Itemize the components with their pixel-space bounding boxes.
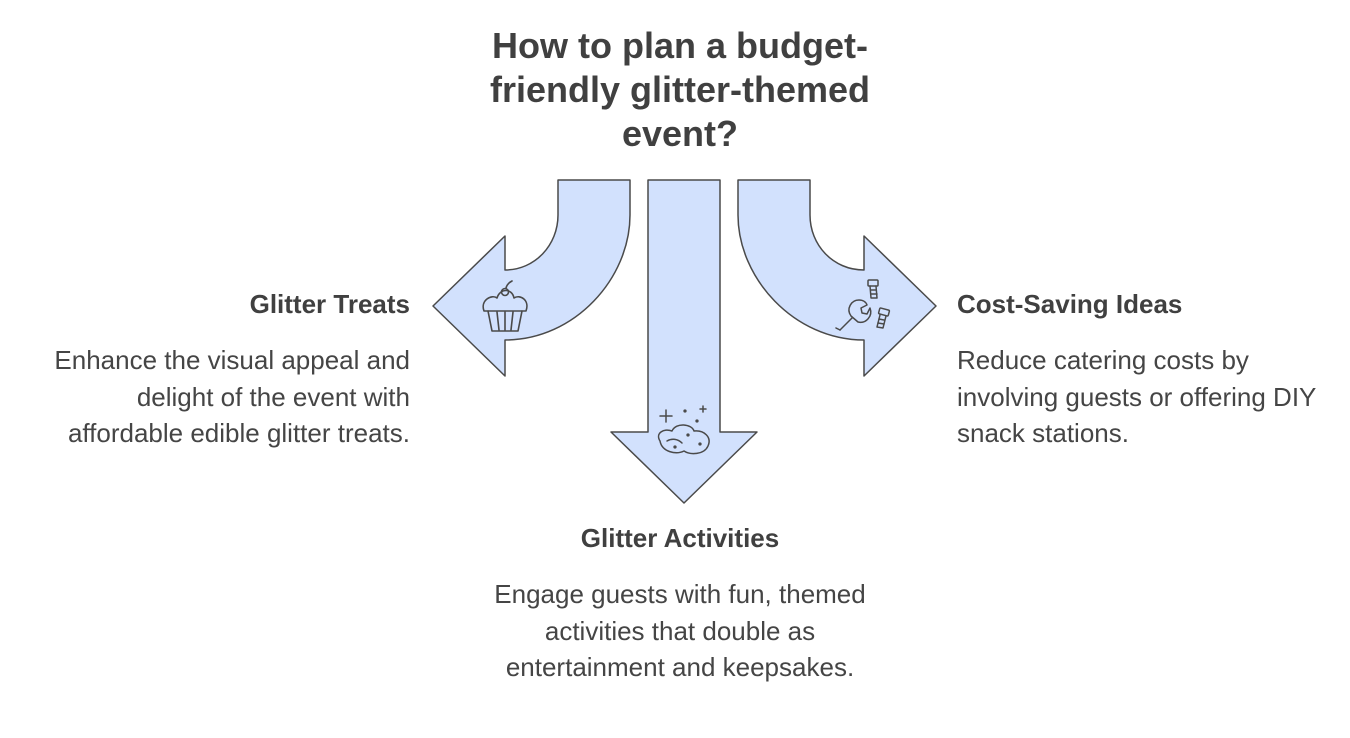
branch-heading: Glitter Treats — [249, 289, 410, 319]
glitter-sparkle-icon — [657, 405, 710, 455]
branch-glitter-treats: Glitter Treats Enhance the visual appeal… — [20, 288, 410, 452]
branch-cost-saving-ideas: Cost-Saving Ideas Reduce catering costs … — [957, 288, 1337, 452]
branch-description: Enhance the visual appeal and delight of… — [54, 345, 410, 448]
cupcake-icon — [482, 280, 528, 332]
branch-description: Reduce catering costs by involving guest… — [957, 345, 1316, 448]
arrow-right — [737, 179, 937, 377]
branch-heading: Glitter Activities — [580, 523, 780, 553]
diagram-title: How to plan a budget-friendly glitter-th… — [489, 25, 871, 154]
wrench-bolts-icon — [835, 279, 891, 331]
branch-description: Engage guests with fun, themed activitie… — [494, 579, 866, 682]
arrow-left — [432, 179, 631, 377]
branch-glitter-activities: Glitter Activities Engage guests with fu… — [470, 522, 890, 686]
branch-heading: Cost-Saving Ideas — [957, 289, 1183, 319]
arrow-down — [610, 179, 758, 504]
